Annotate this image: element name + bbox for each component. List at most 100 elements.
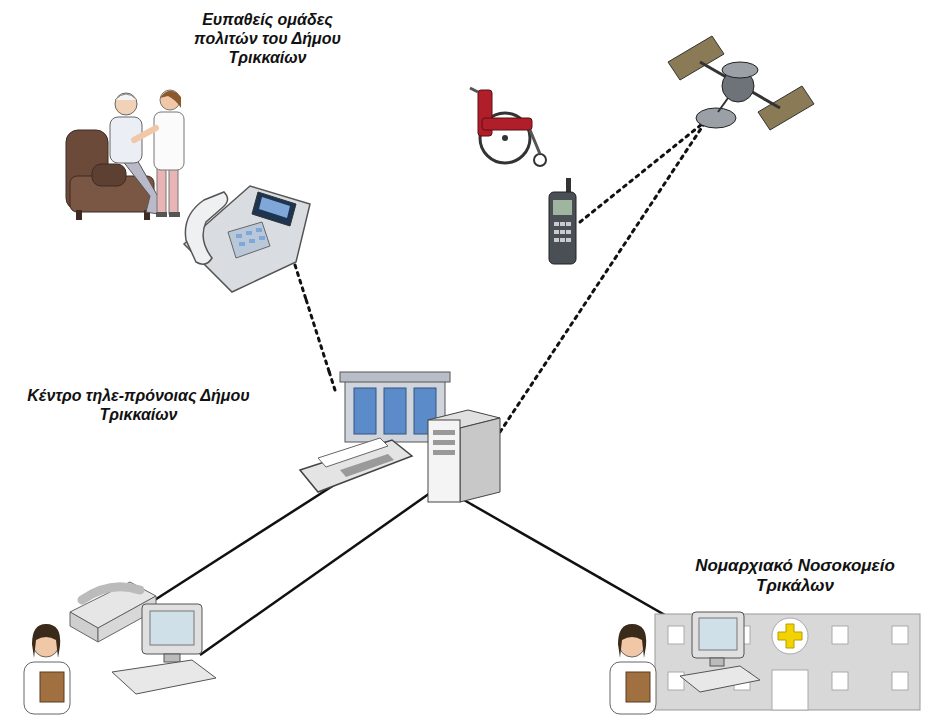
monitor — [680, 612, 760, 692]
fax-machine — [340, 454, 394, 477]
mobile-phone — [554, 238, 559, 242]
node-group: Κέντρο τηλε-πρόνοιας Δήμου Τρικκαίων — [20, 372, 515, 505]
monitor — [680, 666, 760, 692]
monitor — [112, 660, 216, 694]
telephone — [70, 612, 98, 642]
node-group: Νομαρχιακό Νοσοκομείο Τρικάλων — [600, 552, 935, 712]
satellite — [718, 98, 728, 112]
nurse — [610, 662, 656, 714]
carer — [134, 90, 184, 217]
carer — [157, 164, 166, 214]
hospital-building — [772, 618, 808, 654]
desk-phone — [184, 186, 310, 292]
server — [428, 420, 460, 502]
hospital-building — [668, 672, 684, 690]
centre-building — [340, 372, 450, 382]
local-wire — [150, 478, 440, 655]
desk-phone — [184, 186, 310, 292]
mobile-phone — [554, 230, 559, 234]
connector-stub — [329, 372, 335, 390]
carer — [156, 212, 167, 217]
carer — [154, 112, 184, 170]
mobile-phone — [560, 238, 565, 242]
mobile-phone — [554, 222, 571, 242]
elderly-person — [115, 93, 137, 115]
satellite-link — [500, 108, 722, 432]
node-title: Ευπαθείς ομάδες πολιτών του Δήμου Τρικκα… — [180, 10, 355, 68]
hospital-building — [668, 626, 684, 644]
nurse — [618, 624, 646, 658]
carer — [169, 164, 178, 214]
hospital-building — [778, 624, 802, 648]
carer — [160, 90, 180, 110]
wheelchair — [470, 88, 540, 154]
monitor — [150, 611, 194, 645]
mobile-phone — [553, 200, 572, 215]
monitor — [142, 604, 202, 654]
monitor — [164, 654, 180, 662]
centre-building — [354, 388, 376, 434]
node-label: Νομαρχιακό Νοσοκομείο Τρικάλων — [670, 556, 920, 597]
nurse — [24, 662, 70, 714]
nurse — [610, 624, 656, 714]
telephone — [82, 587, 140, 600]
local-wire — [200, 486, 440, 655]
keypad — [236, 228, 265, 246]
node-label: Ευπαθείς ομάδες πολιτών του Δήμου Τρικκα… — [180, 10, 355, 68]
satellite — [700, 62, 780, 108]
server — [460, 418, 500, 502]
monitor — [692, 612, 744, 658]
wired-link — [473, 505, 600, 578]
hospital-building — [892, 672, 908, 690]
satellite — [668, 36, 814, 130]
server — [428, 410, 500, 502]
server — [433, 450, 455, 455]
mobile-phone — [566, 230, 571, 234]
wheelchair — [502, 135, 508, 141]
mobile-phone — [566, 238, 571, 242]
server — [433, 430, 455, 435]
desk-phone — [252, 192, 296, 226]
connector-stub — [295, 265, 306, 300]
nurse — [40, 672, 64, 702]
nurse — [24, 624, 70, 714]
centre-building — [384, 388, 406, 434]
satellite — [668, 36, 724, 80]
nurse — [32, 624, 60, 658]
keypad — [239, 242, 245, 246]
dotted-link — [306, 300, 329, 372]
keypad — [236, 234, 242, 238]
monitor — [710, 658, 724, 666]
hospital-building — [772, 670, 808, 710]
node-label: Κέντρο τηλε-πρόνοιας Δήμου Τρικκαίων — [26, 386, 251, 424]
server — [433, 440, 455, 445]
desk-phone — [228, 222, 270, 258]
keypad — [256, 228, 262, 232]
elderly-person — [110, 93, 160, 214]
satellite — [722, 62, 758, 78]
carer — [134, 128, 156, 140]
node-title: Κέντρο τηλε-πρόνοιας Δήμου Τρικκαίων — [26, 386, 251, 424]
desk-phone — [259, 197, 290, 218]
keypad — [249, 239, 255, 243]
carer — [169, 212, 180, 217]
hospital-building — [832, 626, 848, 644]
fax-machine — [300, 438, 412, 492]
monitor — [112, 604, 216, 694]
satellite-link — [500, 112, 712, 432]
carer — [160, 91, 181, 108]
hospital-building — [892, 626, 908, 644]
satellite-link — [580, 108, 722, 222]
elderly-person — [115, 94, 137, 100]
monitor — [699, 618, 737, 650]
mobile-phone — [549, 178, 576, 264]
local-wire — [150, 478, 345, 603]
keypad — [246, 231, 252, 235]
satellite — [696, 108, 736, 128]
node-group: Ευπαθείς ομάδες πολιτών του Δήμου Τρικκα… — [60, 5, 365, 300]
mobile-phone — [560, 230, 565, 234]
wheelchair — [534, 154, 546, 166]
mobile-phone — [560, 222, 565, 226]
